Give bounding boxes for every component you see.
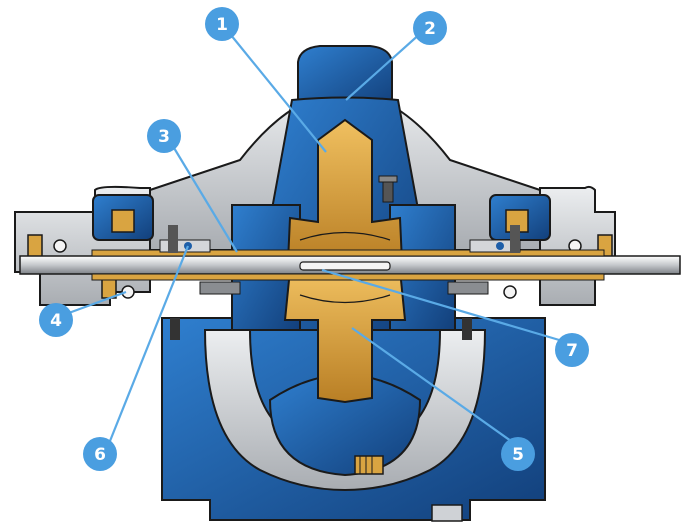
svg-text:5: 5: [512, 445, 524, 465]
callout-2: 2: [413, 11, 447, 45]
leader-line-2: [345, 31, 423, 101]
leader-line-5: [351, 327, 519, 447]
callout-5: 5: [501, 437, 535, 471]
svg-text:7: 7: [566, 341, 578, 361]
callout-3: 3: [147, 119, 181, 153]
impeller: [283, 118, 407, 404]
leader-line-1: [221, 23, 327, 153]
callout-4: 4: [39, 303, 73, 337]
pump-shaft: [19, 249, 681, 281]
drain-plug: [354, 455, 384, 475]
svg-text:6: 6: [94, 445, 106, 465]
pump-lower-casing: [161, 317, 546, 522]
callout-7: 7: [555, 333, 589, 367]
svg-text:4: 4: [50, 311, 62, 331]
svg-text:1: 1: [216, 15, 228, 35]
svg-text:2: 2: [424, 19, 436, 39]
leader-lines: [65, 23, 567, 447]
left-bearing-housing: [14, 185, 154, 306]
leader-line-4: [65, 290, 127, 316]
leader-line-6: [106, 245, 190, 447]
svg-text:3: 3: [158, 127, 170, 147]
leader-line-7: [321, 268, 567, 344]
leader-line-3: [167, 137, 238, 253]
callout-6: 6: [83, 437, 117, 471]
callout-1: 1: [205, 7, 239, 41]
casing-bolts: [168, 175, 520, 253]
